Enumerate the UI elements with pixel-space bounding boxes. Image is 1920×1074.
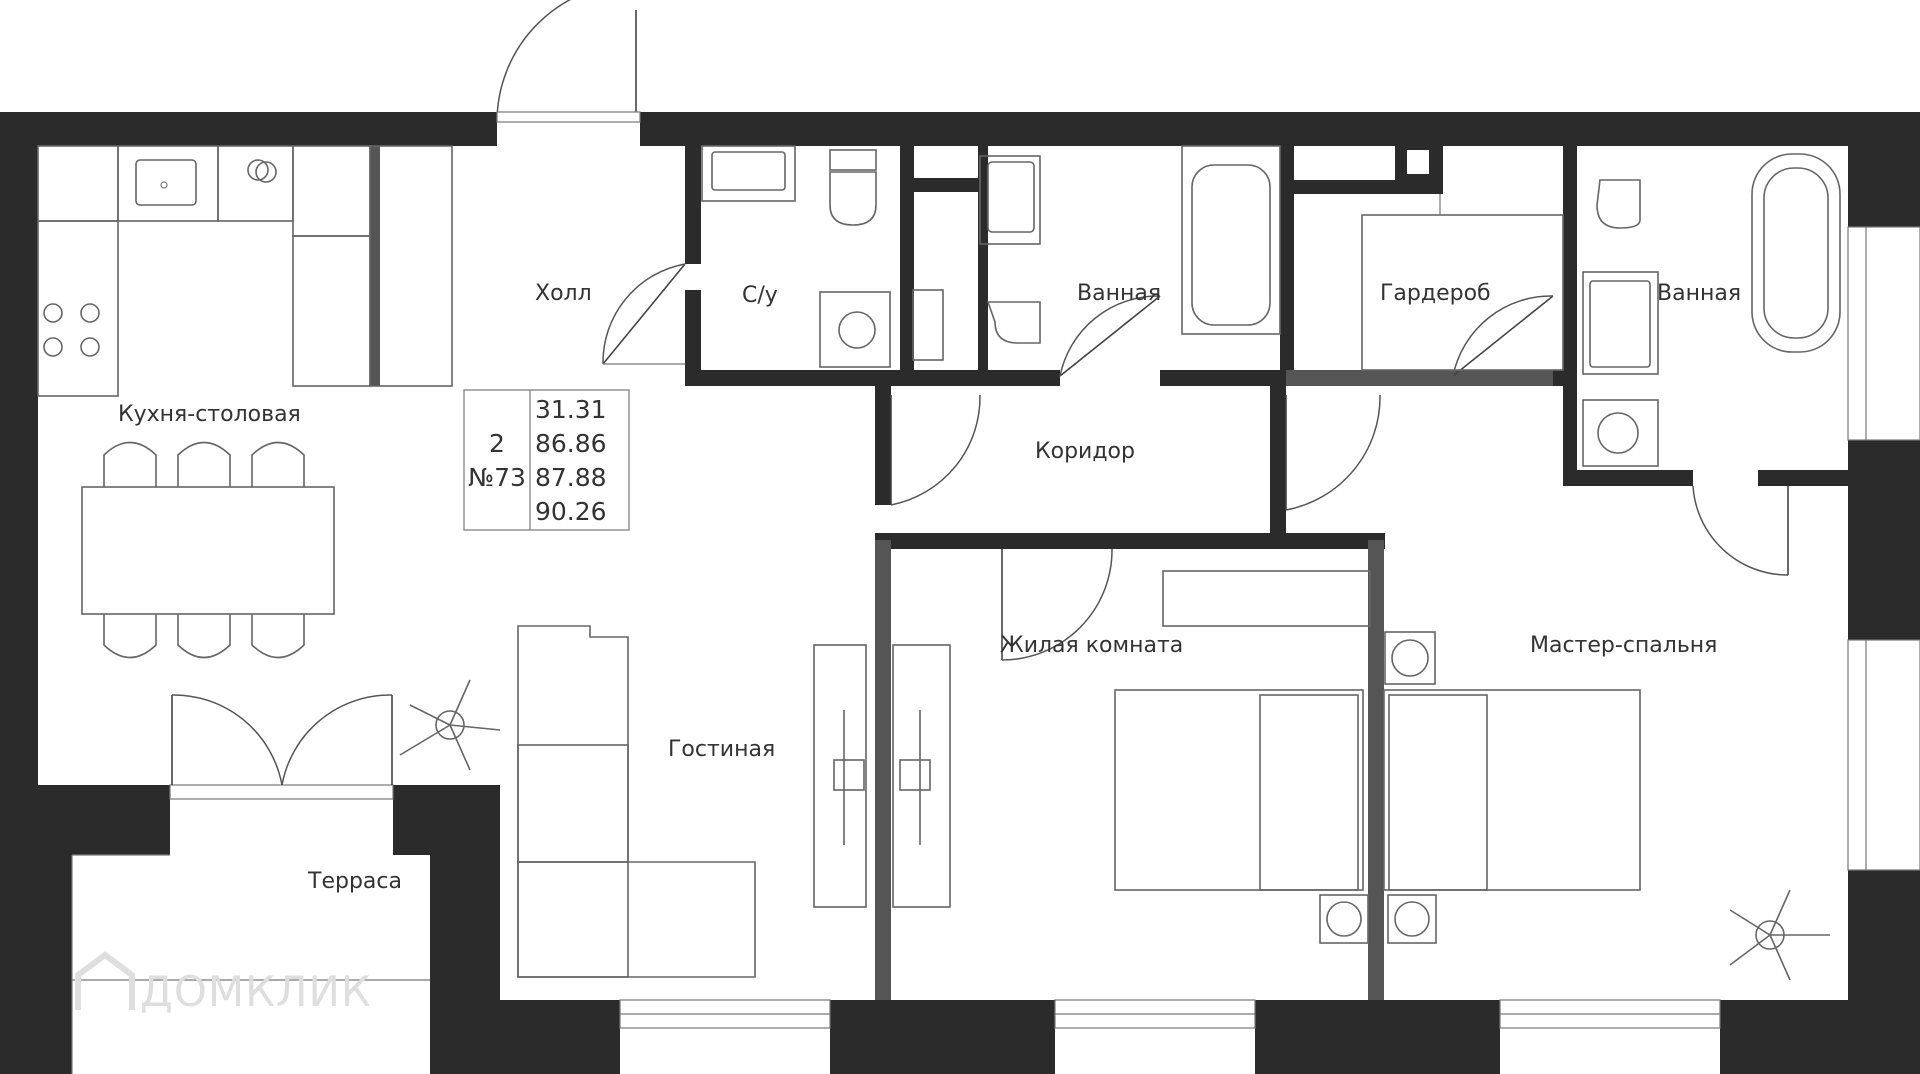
wardrobe-fixtures — [1361, 194, 1564, 371]
outer-walls — [0, 112, 1920, 1074]
bathroom-2-fixtures — [1582, 153, 1841, 467]
windows — [169, 226, 1920, 1029]
watermark-text: ДОМКЛИК — [140, 967, 372, 1016]
label-wardrobe: Гардероб — [1380, 281, 1491, 306]
label-bathroom-1: Ванная — [1077, 281, 1161, 306]
label-bathroom-2: Ванная — [1657, 281, 1741, 306]
label-terrace: Терраса — [307, 869, 402, 894]
label-wc: С/у — [742, 283, 778, 308]
bathroom-1-fixtures — [912, 145, 1281, 361]
wc-fixtures — [701, 145, 891, 368]
area-4: 90.26 — [535, 497, 607, 526]
label-lounge: Гостиная — [668, 737, 775, 762]
area-1: 31.31 — [535, 395, 607, 424]
watermark: ДОМКЛИК — [75, 951, 372, 1016]
doors — [171, 0, 1789, 786]
label-hall: Холл — [535, 281, 592, 306]
area-2: 86.86 — [535, 429, 607, 458]
label-kitchen: Кухня-столовая — [118, 402, 301, 427]
kitchen-furniture — [37, 145, 453, 659]
lounge-furniture — [517, 625, 951, 978]
apartment-number: №73 — [468, 463, 526, 492]
apartment-info-box: 2 №73 31.31 86.86 87.88 90.26 — [463, 389, 630, 531]
area-3: 87.88 — [535, 463, 607, 492]
plant-icon — [399, 679, 501, 771]
master-bedroom-furniture — [1383, 689, 1641, 944]
interior-walls — [370, 146, 1848, 1000]
plant-icon — [1729, 889, 1830, 981]
living-room-furniture — [1114, 570, 1436, 944]
label-living-room: Жилая комната — [1000, 633, 1183, 658]
label-master-bedroom: Мастер-спальня — [1530, 633, 1717, 658]
rooms-count: 2 — [489, 429, 505, 458]
room-labels: Кухня-столовая Холл С/у Ванная Гардероб … — [118, 281, 1741, 894]
label-corridor: Коридор — [1035, 439, 1135, 464]
